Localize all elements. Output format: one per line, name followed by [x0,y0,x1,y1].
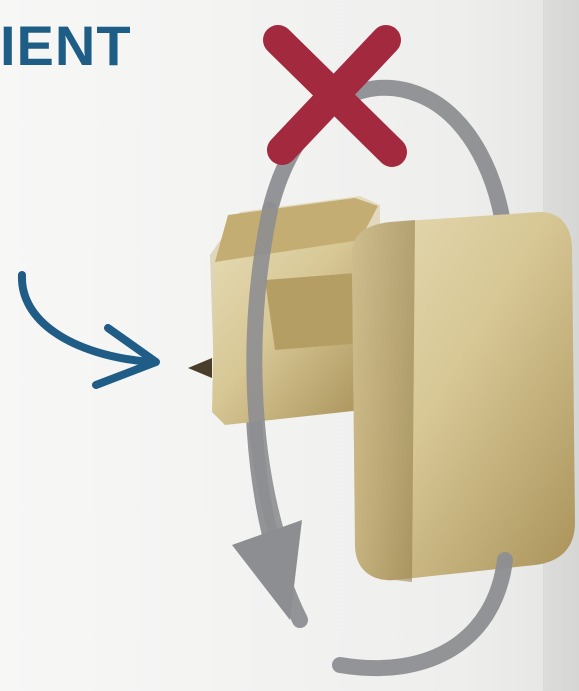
pointer-arrow-icon [22,275,156,385]
knob-part-image [188,196,575,582]
rotation-arrow-icon [232,520,302,620]
